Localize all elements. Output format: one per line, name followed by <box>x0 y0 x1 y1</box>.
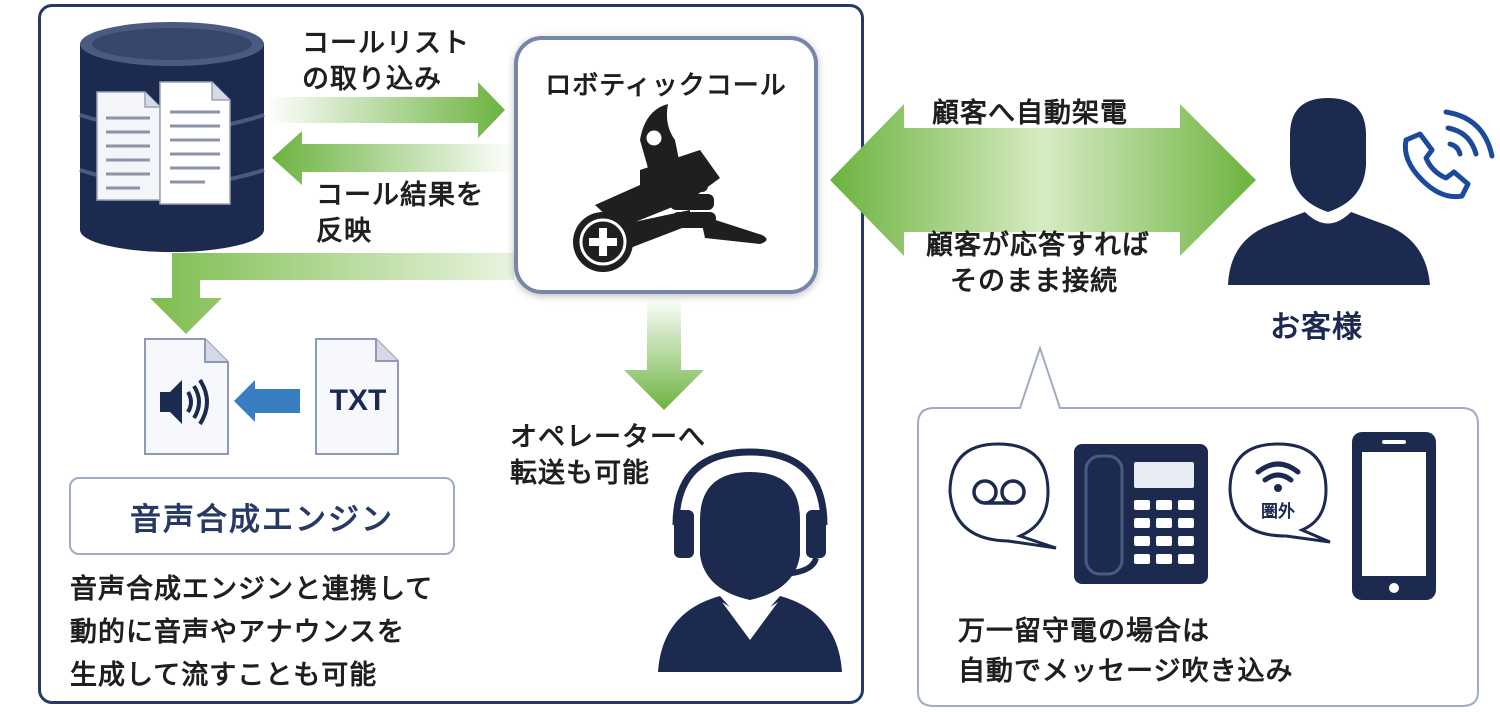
speech-engine-box: 音声合成エンジン <box>69 477 455 555</box>
phone-ringing-icon <box>1402 109 1495 200</box>
txt-to-audio-arrow <box>234 380 300 422</box>
import-label: コールリスト の取り込み <box>302 26 470 98</box>
connect-label-line1: 顧客が応答すれば <box>926 230 1150 261</box>
customer-label: お客様 <box>1270 310 1363 345</box>
robotic-call-box: ロボティックコール <box>514 36 818 294</box>
transfer-arrow <box>624 297 704 410</box>
connect-label: 顧客が応答すれば そのまま接続 <box>926 228 1150 300</box>
reflect-label: コール結果を 反映 <box>316 178 484 250</box>
main-panel <box>38 4 864 704</box>
transfer-label-line1: オペレーターへ <box>510 422 706 453</box>
reflect-label-line1: コール結果を <box>316 180 484 211</box>
transfer-label: オペレーターへ 転送も可能 <box>510 420 706 492</box>
speech-engine-label: 音声合成エンジン <box>130 501 394 538</box>
engine-description: 音声合成エンジンと連携して 動的に音声やアナウンスを 生成して流すことも可能 <box>70 568 433 697</box>
txt-file-icon <box>315 338 399 455</box>
voicemail-text: 万一留守電の場合は 自動でメッセージ吹き込み <box>958 612 1293 692</box>
import-label-line2: の取り込み <box>302 64 442 95</box>
auto-call-label: 顧客へ自動架電 <box>932 98 1128 129</box>
customer-silhouette-icon <box>1228 98 1430 285</box>
database-icon <box>79 22 265 252</box>
engine-description-line2: 動的に音声やアナウンスを <box>70 617 405 648</box>
smartphone-icon <box>1352 432 1436 600</box>
voicemail-text-line1: 万一留守電の場合は <box>958 616 1210 647</box>
to-engine-arrow <box>150 253 514 334</box>
reflect-arrow <box>272 131 514 185</box>
customer-double-arrow <box>830 104 1256 256</box>
no-signal-icon <box>1228 442 1331 544</box>
voicemail-text-line2: 自動でメッセージ吹き込み <box>958 656 1294 687</box>
txt-file-label: TXT <box>329 384 387 417</box>
out-of-range-label: 圏外 <box>1261 502 1295 522</box>
engine-description-line1: 音声合成エンジンと連携して <box>70 574 434 605</box>
voicemail-icon <box>948 442 1057 550</box>
robotic-call-title: ロボティックコール <box>545 71 787 101</box>
connect-label-line2: そのまま接続 <box>950 266 1118 297</box>
desk-phone-icon <box>1074 444 1208 584</box>
transfer-label-line2: 転送も可能 <box>510 458 650 489</box>
import-arrow <box>265 82 505 138</box>
speaker-file-icon <box>144 338 229 455</box>
operator-headset-icon <box>658 448 842 672</box>
reflect-label-line2: 反映 <box>316 216 372 247</box>
import-label-line1: コールリスト <box>302 28 470 59</box>
engine-description-line3: 生成して流すことも可能 <box>70 660 378 691</box>
